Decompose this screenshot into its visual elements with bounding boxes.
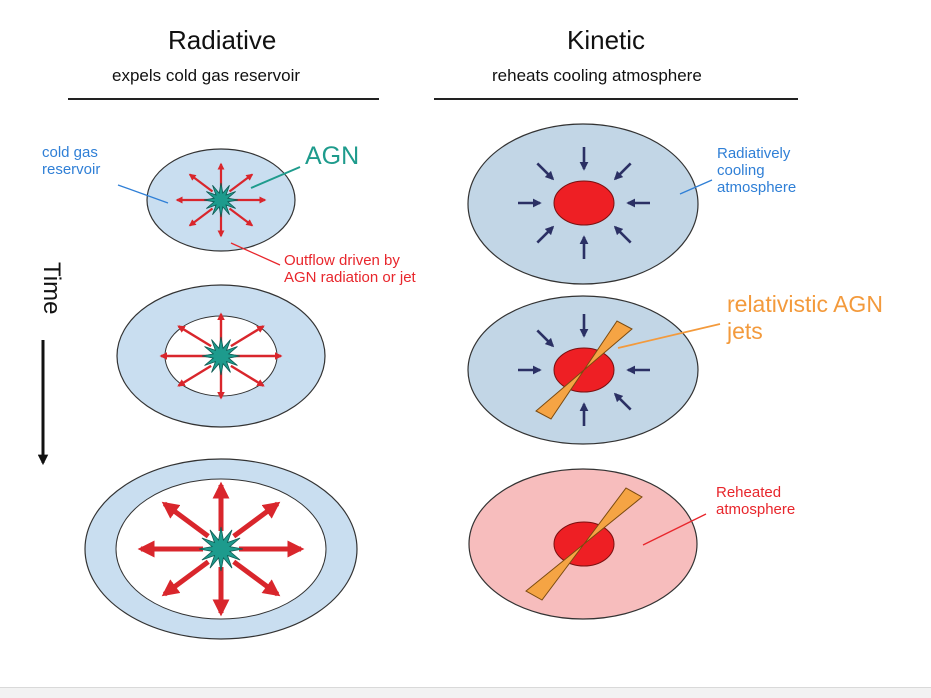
outflow-arrow (232, 559, 281, 597)
radiative-divider (68, 98, 379, 100)
agn-stars (198, 182, 244, 572)
reheated-pointer (642, 513, 707, 546)
outflow-arrow (177, 364, 212, 387)
agn-label: AGN (305, 142, 360, 170)
radiative-title: Radiative (168, 25, 277, 55)
outflow-arrow (228, 173, 254, 193)
jets-label: relativistic AGN jets (727, 291, 883, 344)
outflow-arrow (228, 207, 254, 227)
outflow-label: Outflow driven by AGN radiation or jet (284, 252, 416, 286)
agn-star-icon (201, 336, 241, 376)
inflow-arrow (536, 225, 555, 244)
hot-core-1 (553, 180, 615, 226)
time-label: Time (38, 262, 65, 315)
jet-pair-3 (525, 487, 643, 601)
jet-pair-2 (535, 320, 633, 420)
cooling-label: Radiatively cooling atmosphere (717, 145, 797, 196)
kinetic-title: Kinetic (567, 25, 646, 55)
jets-pointer (617, 323, 721, 349)
inflow-arrow (536, 329, 555, 348)
outflow-arrow (232, 501, 281, 539)
outflow-arrow (161, 501, 210, 539)
outflow-arrow (230, 364, 265, 387)
agn-star-icon (198, 526, 244, 572)
inflow-arrow (613, 225, 632, 244)
radiative-subtitle: expels cold gas reservoir (112, 66, 301, 85)
cold-gas-label: cold gas reservoir (42, 144, 101, 178)
bottom-strip (0, 687, 931, 698)
inflow-arrow (613, 392, 632, 411)
inflow-arrows-1 (518, 147, 650, 259)
inflow-arrow (536, 162, 555, 181)
outflow-arrow (177, 325, 212, 348)
inflow-arrow (613, 162, 632, 181)
outflow-arrow (188, 173, 214, 193)
kinetic-subtitle: reheats cooling atmosphere (492, 66, 702, 85)
cold-gas-pointer (117, 184, 169, 204)
agn-star-icon (203, 182, 239, 218)
agn-pointer (250, 166, 301, 189)
outflow-arrow (230, 325, 265, 348)
outflow-arrow (161, 559, 210, 597)
inflow-arrows-2 (518, 314, 650, 426)
cooling-pointer (679, 179, 713, 195)
outflow-arrows-3 (137, 481, 305, 617)
time-label-wrap: Time (25, 262, 65, 332)
outflow-arrow (188, 207, 214, 227)
outflow-arrows-1 (175, 162, 267, 238)
outflow-pointer (230, 242, 281, 266)
reheated-label: Reheated atmosphere (716, 484, 796, 518)
kinetic-divider (434, 98, 798, 100)
